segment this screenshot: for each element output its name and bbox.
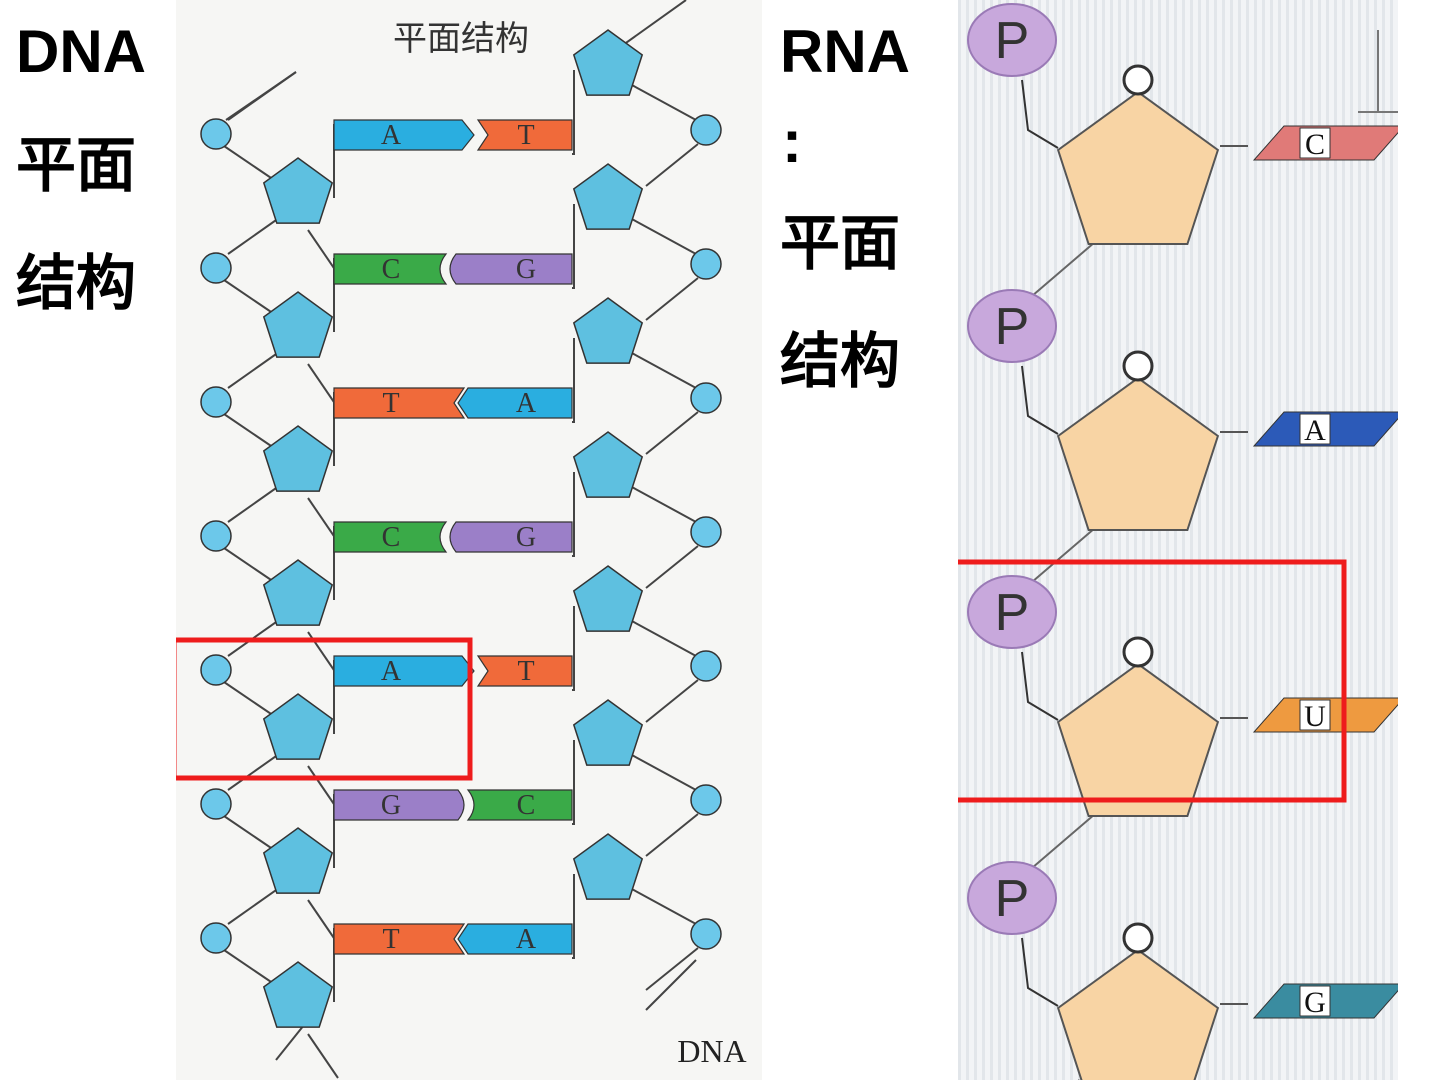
dna-base-left (333, 387, 466, 419)
dna-base-left (333, 789, 465, 821)
rna-figure-panel: P C P A P U P G (941, 0, 1406, 1085)
dna-sugar-right (572, 431, 644, 498)
dna-sugar-left (262, 157, 334, 224)
dna-base-label-left: A (381, 120, 402, 151)
rna-phosphate (967, 3, 1057, 77)
dna-base-left (333, 119, 475, 151)
rna-title-colon: : (782, 108, 802, 175)
dna-figure-panel: 平面结构 A T C G T A C G A T G C T A DNA (171, 0, 762, 1080)
dna-phosphate-left (200, 386, 232, 418)
dna-base-label-right: C (517, 790, 536, 821)
rna-phosphate-label: P (995, 12, 1030, 70)
dna-phosphate-left (200, 788, 232, 820)
rna-base-label: U (1304, 700, 1326, 733)
rna-hydroxyl-group (1122, 350, 1154, 382)
dna-sugar-right (572, 297, 644, 364)
dna-base-label-right: G (516, 254, 536, 285)
rna-ribose-sugar (1056, 662, 1220, 817)
rna-ribose-sugar (1056, 376, 1220, 531)
dna-base-right (476, 119, 573, 151)
dna-phosphate-right (690, 114, 722, 146)
rna-phosphate (967, 861, 1057, 935)
rna-title-line-3: 结构 (780, 328, 900, 395)
dna-phosphate-right (690, 382, 722, 414)
dna-phosphate-left (200, 520, 232, 552)
dna-title-line-2: 平面 (16, 132, 136, 199)
dna-sugar-right (572, 29, 644, 96)
rna-phosphate-label: P (995, 870, 1030, 928)
rna-base-label: G (1304, 986, 1326, 1019)
dna-sugar-left (262, 291, 334, 358)
rna-phosphate (967, 575, 1057, 649)
dna-base-label-left: G (381, 790, 401, 821)
rna-phosphate-label: P (995, 584, 1030, 642)
rna-ribose-sugar (1056, 90, 1220, 245)
dna-phosphate-right (690, 784, 722, 816)
dna-sugar-left (262, 425, 334, 492)
dna-base-right (457, 923, 573, 955)
rna-title: RNA (780, 18, 910, 85)
dna-phosphate-left (200, 252, 232, 284)
dna-title: DNA (16, 18, 146, 85)
dna-base-right (449, 521, 573, 553)
dna-base-right (466, 789, 573, 821)
rna-title-line-2: 平面 (780, 210, 900, 277)
dna-base-right (449, 253, 573, 285)
dna-base-right (457, 387, 573, 419)
rna-base-label: A (1304, 414, 1326, 447)
dna-base-label-left: T (382, 924, 399, 955)
dna-sugar-left (262, 559, 334, 626)
dna-base-label-right: T (517, 120, 534, 151)
dna-base-left (333, 923, 466, 955)
rna-ribose-sugar (1056, 948, 1220, 1085)
dna-base-label-left: T (382, 388, 399, 419)
dna-phosphate-right (690, 918, 722, 950)
dna-figure-caption: DNA (677, 1033, 746, 1069)
dna-base-left (333, 655, 475, 687)
dna-phosphate-left (200, 654, 232, 686)
rna-phosphate (967, 289, 1057, 363)
dna-phosphate-left (200, 118, 232, 150)
dna-base-right (476, 655, 573, 687)
rna-hydroxyl-group (1122, 636, 1154, 668)
dna-base-label-right: A (516, 388, 537, 419)
dna-base-label-right: T (517, 656, 534, 687)
dna-phosphate-right (690, 650, 722, 682)
rna-base-label: C (1305, 128, 1325, 161)
rna-diagram: P C P A P U P G (941, 0, 1406, 1085)
dna-title-line-3: 结构 (16, 250, 136, 317)
dna-diagram: 平面结构 A T C G T A C G A T G C T A DNA (171, 0, 747, 1079)
dna-sugar-left (262, 961, 334, 1028)
dna-sugar-right (572, 699, 644, 766)
dna-sugar-left (262, 693, 334, 760)
dna-phosphate-right (690, 516, 722, 548)
dna-sugar-right (572, 833, 644, 900)
rna-hydroxyl-group (1122, 64, 1154, 96)
dna-base-label-left: C (382, 522, 401, 553)
dna-figure-title: 平面结构 (393, 20, 529, 58)
rna-phosphate-label: P (995, 298, 1030, 356)
dna-base-left (333, 253, 448, 285)
dna-sugar-right (572, 565, 644, 632)
rna-hydroxyl-group (1122, 922, 1154, 954)
dna-sugar-right (572, 163, 644, 230)
dna-base-label-right: A (516, 924, 537, 955)
dna-sugar-left (262, 827, 334, 894)
dna-phosphate-right (690, 248, 722, 280)
dna-base-left (333, 521, 448, 553)
dna-phosphate-left (200, 922, 232, 954)
dna-base-label-right: G (516, 522, 536, 553)
dna-base-label-left: C (382, 254, 401, 285)
dna-base-label-left: A (381, 656, 402, 687)
